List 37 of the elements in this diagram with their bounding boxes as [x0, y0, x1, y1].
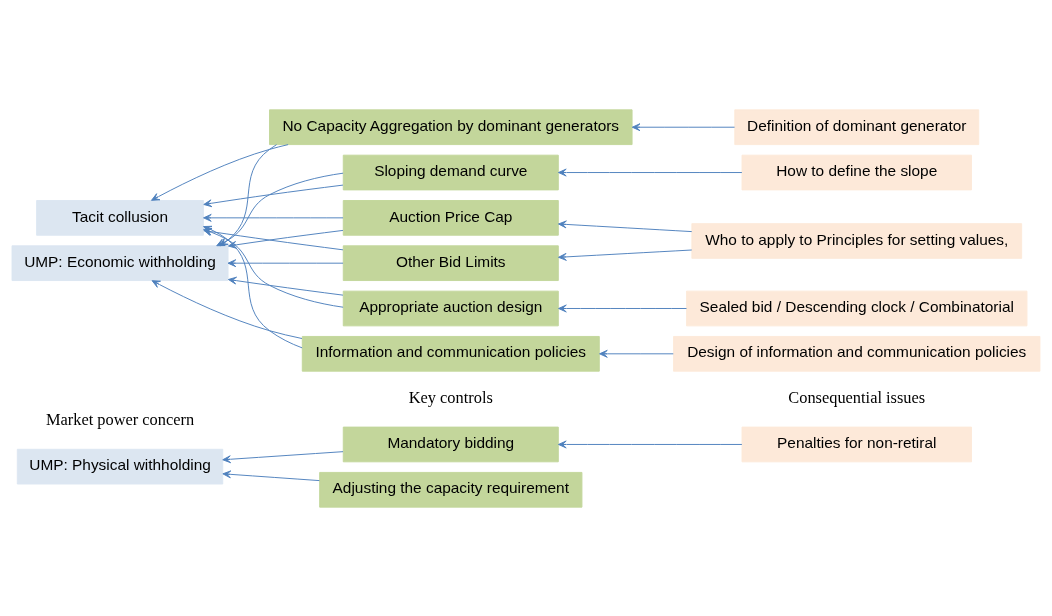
label: Consequential issues: [788, 387, 926, 407]
arrow: [558, 168, 743, 176]
node-box: Penalties for non-retiral: [741, 426, 972, 462]
arrow: [631, 122, 736, 131]
node-box: Mandatory bidding: [342, 426, 559, 462]
arrow: [558, 219, 693, 232]
node-box: Who to apply to Principles for setting values,: [691, 222, 1023, 259]
node-box: UMP: Economic withholding: [11, 244, 229, 281]
node-box: Tacit collusion: [36, 199, 204, 236]
node-box: Appropriate auction design: [342, 290, 559, 326]
node-box: How to define the slope: [741, 154, 972, 190]
arrow: [558, 249, 693, 261]
node-box: Other Bid Limits: [342, 244, 559, 281]
label: Market power concern: [45, 409, 195, 429]
arrow: [203, 225, 303, 348]
arrow: [558, 440, 743, 448]
arrow: [227, 258, 344, 267]
node-box: Sloping demand curve: [342, 154, 559, 190]
arrow: [203, 213, 344, 222]
arrow: [599, 349, 674, 358]
node-box: No Capacity Aggregation by dominant generators: [269, 108, 633, 145]
node-box: Sealed bid / Descending clock / Combinatorial: [686, 290, 1028, 326]
node-box: Design of information and communication policies: [673, 335, 1041, 372]
arrow: [222, 450, 344, 463]
arrow: [227, 276, 344, 296]
arrow: [151, 279, 303, 339]
node-box: Information and communication policies: [301, 335, 600, 372]
arrow: [203, 184, 344, 207]
node-box: UMP: Physical withholding: [16, 448, 224, 484]
node-box: Definition of dominant generator: [734, 108, 980, 145]
arrow: [222, 469, 320, 481]
label: Key controls: [408, 387, 493, 407]
node-box: Auction Price Cap: [342, 199, 559, 236]
node-box: Adjusting the capacity requirement: [319, 471, 583, 508]
arrow: [203, 227, 344, 308]
arrow: [151, 143, 289, 201]
arrow: [558, 304, 687, 312]
